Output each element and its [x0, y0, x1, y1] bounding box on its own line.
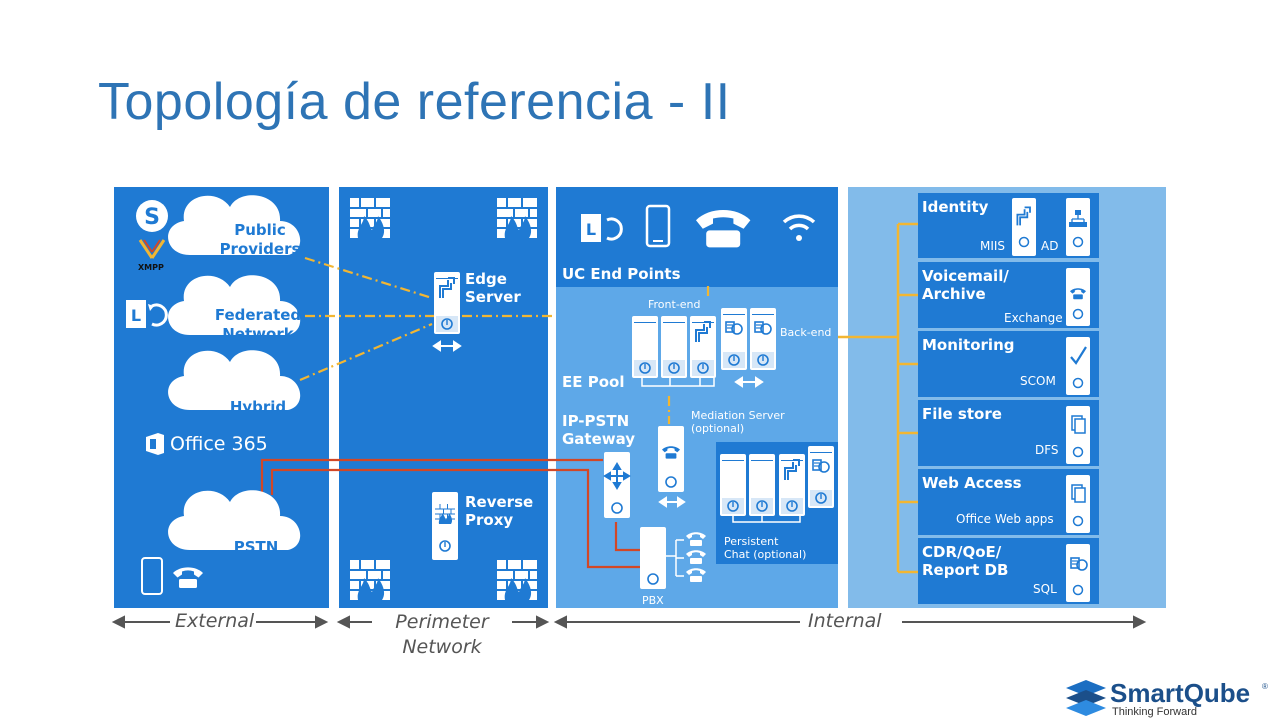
- pstn-links: [260, 458, 640, 569]
- service-title-identity: Identity: [922, 198, 989, 216]
- sql-server-icon: [1066, 544, 1090, 602]
- cloud-label-federated-network: Federated Network: [214, 306, 302, 343]
- smartqube-logo-icon: [1066, 680, 1106, 716]
- front-end-server-icon: [631, 315, 659, 379]
- cloud-label-hybrid: Hybrid: [229, 398, 287, 416]
- ee-pool-label: EE Pool: [562, 373, 625, 391]
- exchange-server-icon: [1066, 268, 1090, 326]
- edge-server-label: Edge Server: [465, 270, 521, 306]
- mediation-server-icon: [658, 426, 684, 492]
- office-web-apps-server-icon: [1066, 475, 1090, 533]
- cloud-label-pstn: PSTN: [233, 538, 279, 556]
- page-title: Topología de referencia - II: [98, 73, 731, 131]
- service-title-web-access: Web Access: [922, 474, 1022, 492]
- pbx-phone-icon: [686, 532, 706, 546]
- mediation-arrow-icon: [658, 496, 686, 508]
- back-end-server-icon: [720, 307, 748, 371]
- persistent-chat-connectors: [732, 516, 801, 523]
- ad-server-icon: [1066, 198, 1090, 256]
- pbx-label: PBX: [642, 594, 664, 607]
- persistent-chat-db-icon: [807, 445, 835, 509]
- svg-text:L: L: [131, 306, 141, 325]
- service-sub-monitoring: SCOM: [1020, 374, 1056, 388]
- mobile-phone-icon: [141, 557, 163, 595]
- front-end-label: Front-end: [648, 298, 701, 311]
- firewall-icon: [349, 559, 391, 601]
- office-365-icon: [146, 433, 164, 455]
- service-title-cdr: CDR/QoE/ Report DB: [922, 543, 1009, 579]
- front-end-server-icon: [660, 315, 688, 379]
- persistent-chat-server-icon: [748, 453, 776, 517]
- back-end-server-icon: [749, 307, 777, 371]
- office-365-label: Office 365: [170, 433, 268, 455]
- logo-tagline: Thinking Forward: [1112, 706, 1197, 718]
- scom-server-icon: [1066, 337, 1090, 395]
- uc-endpoints-panel: [556, 187, 838, 287]
- pbx-phone-icon: [686, 550, 706, 564]
- zone-label-internal: Internal: [808, 610, 882, 632]
- pool-connectors: [641, 378, 715, 387]
- service-title-file-store: File store: [922, 405, 1002, 423]
- xmpp-label: XMPP: [138, 263, 164, 272]
- cloud-label-public-providers: Public Providers: [219, 221, 301, 258]
- svg-text:S: S: [144, 205, 160, 230]
- pbx-phone-icon: [686, 568, 706, 582]
- logo-name: SmartQube: [1110, 678, 1251, 708]
- mediation-server-label: Mediation Server (optional): [691, 409, 785, 435]
- persistent-chat-server-icon: [778, 453, 806, 517]
- front-end-server-icon: [689, 315, 717, 379]
- service-sub-file-store: DFS: [1035, 443, 1059, 457]
- back-end-label: Back-end: [780, 326, 832, 339]
- gateway-server-icon: [603, 452, 631, 518]
- edge-server-icon: [433, 271, 461, 335]
- zone-label-perimeter: Perimeter Network: [395, 611, 489, 658]
- pbx-icon: [640, 527, 666, 589]
- service-sub-voicemail: Exchange: [1004, 311, 1063, 325]
- firewall-icon: [496, 197, 538, 239]
- reverse-proxy-label: Reverse Proxy: [465, 493, 534, 529]
- reverse-proxy-icon: [432, 492, 458, 560]
- edge-server-arrow-icon: [432, 340, 462, 352]
- zone-arrows: [111, 615, 1147, 629]
- pbx-tree-connectors: [666, 539, 684, 577]
- dfs-server-icon: [1066, 406, 1090, 464]
- lync-client-icon: L: [581, 214, 623, 242]
- service-title-voicemail: Voicemail/ Archive: [922, 267, 1009, 303]
- logo-registered-mark: ®: [1262, 682, 1268, 691]
- service-sub-cdr: SQL: [1033, 582, 1057, 596]
- service-sub-web-access: Office Web apps: [956, 512, 1054, 526]
- firewall-icon: [496, 559, 538, 601]
- skype-icon: S: [136, 200, 168, 232]
- firewall-icon: [349, 197, 391, 239]
- service-links: [838, 222, 918, 574]
- persistent-chat-label: Persistent Chat (optional): [724, 535, 807, 561]
- federation-links: [299, 256, 710, 424]
- service-title-monitoring: Monitoring: [922, 336, 1015, 354]
- svg-text:L: L: [586, 220, 596, 239]
- smartphone-icon: [645, 204, 671, 248]
- uc-endpoints-label: UC End Points: [562, 265, 681, 283]
- zone-label-external: External: [175, 610, 255, 632]
- lync-icon: L: [126, 300, 168, 328]
- service-sub-identity-miis: MIIS: [980, 239, 1006, 253]
- wifi-icon: [782, 214, 816, 241]
- persistent-chat-server-icon: [719, 453, 747, 517]
- gateway-label: IP-PSTN Gateway: [562, 412, 636, 448]
- pool-arrow-icon: [734, 376, 764, 388]
- desk-phone-icon: [173, 567, 203, 588]
- xmpp-icon: [138, 239, 166, 259]
- ip-phone-icon: [696, 210, 751, 248]
- service-sub-identity-ad: AD: [1041, 239, 1059, 253]
- miis-server-icon: [1012, 198, 1036, 256]
